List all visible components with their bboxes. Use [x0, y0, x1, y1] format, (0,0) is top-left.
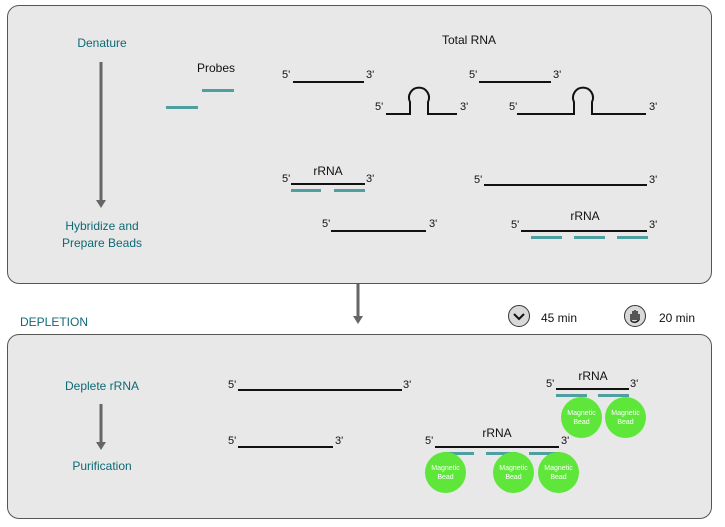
time-45-label: 45 min [541, 311, 578, 325]
five-prime-end: 5' [228, 435, 237, 447]
checkmark-chevron-icon [508, 305, 530, 327]
three-prime-end: 3' [649, 219, 658, 231]
depletion-arrow [353, 284, 363, 324]
three-prime-end: 3' [630, 378, 639, 390]
five-prime-end: 5' [509, 101, 518, 113]
magnetic-bead: Magnetic Bead [561, 397, 602, 438]
five-prime-end: 5' [474, 174, 483, 186]
rrna-strand [521, 230, 647, 232]
hybridize-label-line1: Hybridize and [65, 219, 139, 233]
rrna-label: rRNA [578, 369, 608, 383]
three-prime-end: 3' [649, 101, 658, 113]
probes-label: Probes [196, 61, 236, 75]
denature-label: Denature [77, 36, 127, 50]
five-prime-end: 5' [322, 218, 331, 230]
three-prime-end: 3' [429, 218, 438, 230]
probe [574, 236, 605, 239]
rna-strand [238, 446, 333, 448]
five-prime-end: 5' [282, 69, 291, 81]
three-prime-end: 3' [366, 69, 375, 81]
five-prime-end: 5' [425, 435, 434, 447]
magnetic-bead: Magnetic Bead [538, 452, 579, 493]
rna-strand [331, 230, 426, 232]
magnetic-bead: Magnetic Bead [493, 452, 534, 493]
hairpin-strand [517, 86, 646, 115]
five-prime-end: 5' [469, 69, 478, 81]
three-prime-end: 3' [460, 101, 469, 113]
three-prime-end: 3' [403, 379, 412, 391]
rrna-strand [291, 183, 365, 185]
rrna-label: rRNA [570, 209, 600, 223]
probe [617, 236, 648, 239]
rrna-strand [556, 388, 629, 390]
three-prime-end: 3' [561, 435, 570, 447]
probe [486, 452, 517, 455]
probe [202, 89, 234, 92]
hybridize-label-line2: Prepare Beads [61, 236, 143, 250]
rrna-label: rRNA [313, 164, 343, 178]
hand-icon [624, 305, 646, 327]
probe [443, 452, 474, 455]
probe [556, 394, 587, 397]
depletion-label: DEPLETION [20, 315, 89, 329]
probe [291, 189, 321, 192]
five-prime-end: 5' [228, 379, 237, 391]
probe [531, 236, 562, 239]
hairpin-strand [386, 86, 457, 115]
five-prime-end: 5' [546, 378, 555, 390]
five-prime-end: 5' [375, 101, 384, 113]
purification-label: Purification [72, 459, 132, 473]
probe [166, 106, 198, 109]
five-prime-end: 5' [511, 219, 520, 231]
purification-arrow [96, 404, 106, 450]
rna-strand [484, 184, 647, 186]
denature-arrow [96, 62, 106, 208]
total-rna-label: Total RNA [441, 33, 497, 47]
deplete-rrna-label: Deplete rRNA [64, 379, 140, 393]
probe [334, 189, 365, 192]
magnetic-bead: Magnetic Bead [605, 397, 646, 438]
rrna-strand [435, 446, 559, 448]
rna-strand [479, 81, 551, 83]
magnetic-bead: Magnetic Bead [425, 452, 466, 493]
three-prime-end: 3' [649, 174, 658, 186]
probe [529, 452, 560, 455]
three-prime-end: 3' [335, 435, 344, 447]
three-prime-end: 3' [366, 173, 375, 185]
five-prime-end: 5' [282, 173, 291, 185]
three-prime-end: 3' [553, 69, 562, 81]
time-20-label: 20 min [659, 311, 696, 325]
rrna-label: rRNA [482, 426, 512, 440]
rna-strand [238, 389, 402, 391]
rna-strand [293, 81, 364, 83]
probe [598, 394, 629, 397]
